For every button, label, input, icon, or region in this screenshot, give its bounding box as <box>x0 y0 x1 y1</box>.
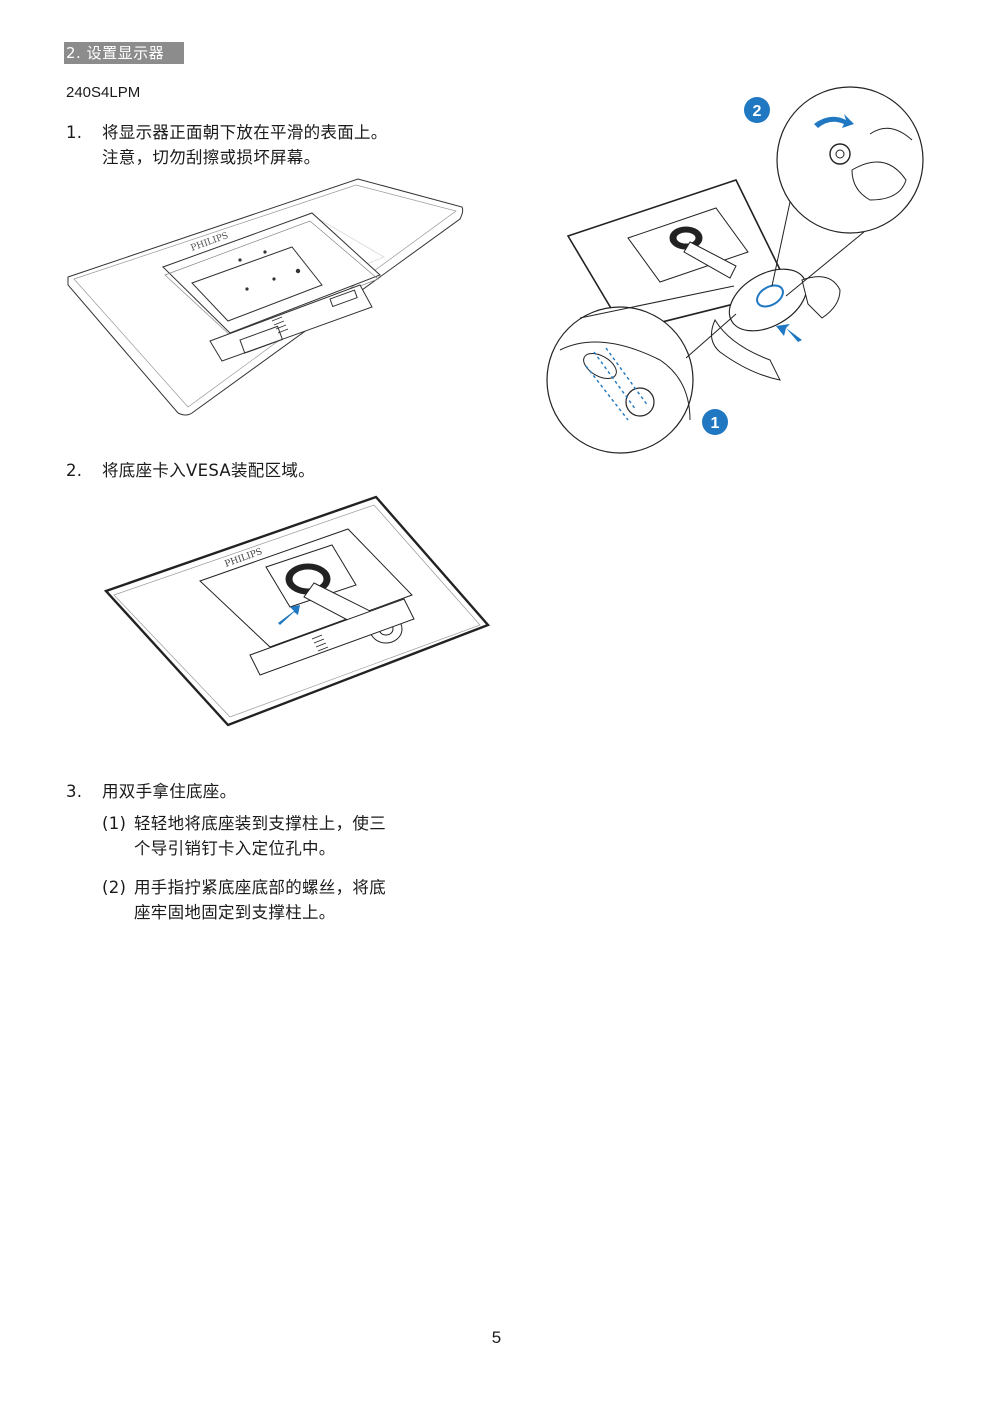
push-arrow-icon <box>776 324 802 342</box>
step-text-line: 将显示器正面朝下放在平滑的表面上。 <box>102 123 388 142</box>
step-text-line: 将底座卡入VESA装配区域。 <box>102 461 315 480</box>
substep-text-line: 轻轻地将底座装到支撑柱上，使三 <box>134 814 386 833</box>
substep-text-line: 座牢固地固定到支撑柱上。 <box>134 903 336 922</box>
base-attach-figure: 1 2 <box>546 86 924 454</box>
page-number: 5 <box>491 1328 502 1347</box>
callout-2: 2 <box>744 97 770 123</box>
model-name: 240S4LPM <box>66 84 141 101</box>
vesa-mount-figure: PHILIPS <box>103 495 491 727</box>
insert-arrow-icon <box>278 605 300 625</box>
step-number: 1. <box>66 123 83 142</box>
monitor-face-down-figure: PHILIPS <box>67 178 464 416</box>
rotate-arrow-icon <box>814 114 854 128</box>
step-text-line: 用双手拿住底座。 <box>102 782 237 801</box>
svg-text:2: 2 <box>753 103 762 120</box>
substep-text-line: 个导引销钉卡入定位孔中。 <box>134 839 336 858</box>
substep-number: (2) <box>102 878 127 897</box>
step-number: 3. <box>66 782 83 801</box>
substep-number: (1) <box>102 814 127 833</box>
step-number: 2. <box>66 461 83 480</box>
step-text-line: 注意，切勿刮擦或损坏屏幕。 <box>102 148 321 167</box>
section-tag: 2. 设置显示器 <box>64 42 184 64</box>
callout-1: 1 <box>702 409 728 435</box>
svg-text:1: 1 <box>711 415 720 432</box>
substep-text-line: 用手指拧紧底座底部的螺丝，将底 <box>134 878 386 897</box>
